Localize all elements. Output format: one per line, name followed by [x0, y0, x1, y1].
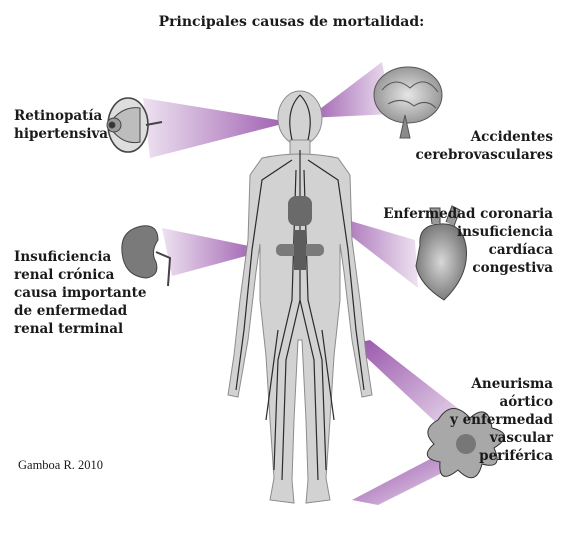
- label-coronaria: Enfermedad coronariainsuficiencia cardía…: [383, 205, 553, 277]
- beam-eye: [143, 98, 290, 158]
- label-aneurisma: Aneurismaaórtico y enfermedadvascular pe…: [450, 375, 553, 465]
- beam-cell-lower: [352, 456, 448, 505]
- label-accidentes: Accidentescerebrovasculares: [416, 128, 553, 164]
- label-renal: Insuficienciarenal crónica causa importa…: [14, 248, 146, 338]
- vascular-network: [236, 95, 364, 480]
- body-heart: [288, 196, 312, 226]
- label-retinopatia: Retinopatíahipertensiva: [14, 107, 108, 143]
- source-credit: Gamboa R. 2010: [18, 458, 103, 473]
